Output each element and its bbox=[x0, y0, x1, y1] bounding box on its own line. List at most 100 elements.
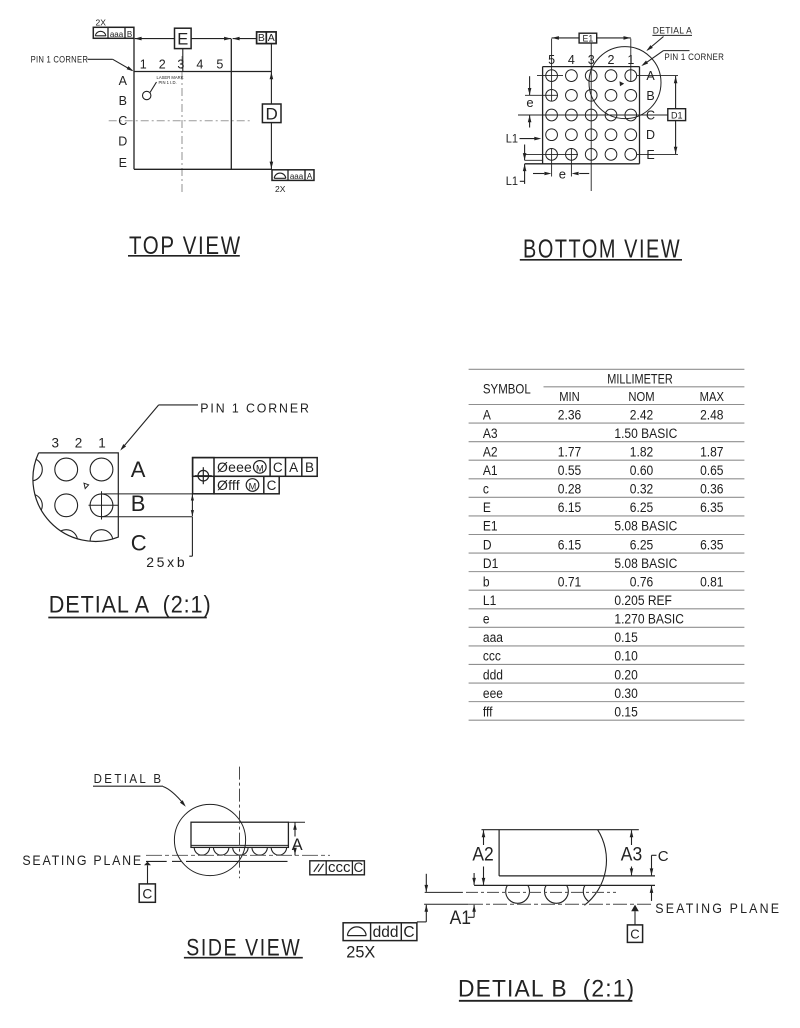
svg-text:NOM: NOM bbox=[628, 389, 654, 404]
svg-text:D: D bbox=[646, 128, 655, 142]
svg-text:A: A bbox=[131, 457, 146, 482]
svg-text:6.15: 6.15 bbox=[558, 536, 581, 552]
svg-text:4: 4 bbox=[568, 53, 575, 67]
svg-text:Øfff: Øfff bbox=[217, 477, 240, 493]
svg-text:2.36: 2.36 bbox=[558, 406, 581, 422]
svg-text:0.15: 0.15 bbox=[614, 629, 637, 645]
svg-text:2: 2 bbox=[159, 58, 166, 72]
svg-text:A1: A1 bbox=[483, 462, 498, 478]
svg-text:ccc: ccc bbox=[328, 859, 351, 876]
svg-text:LASER MARK: LASER MARK bbox=[157, 75, 184, 80]
svg-text:5.08 BASIC: 5.08 BASIC bbox=[614, 555, 677, 571]
svg-text:6.35: 6.35 bbox=[700, 499, 723, 515]
svg-text:SIDE VIEW: SIDE VIEW bbox=[186, 933, 301, 960]
svg-text:6.15: 6.15 bbox=[558, 499, 581, 515]
svg-text:DETIAL B (2:1): DETIAL B (2:1) bbox=[458, 975, 635, 1002]
svg-text:C: C bbox=[630, 927, 639, 942]
svg-text:B: B bbox=[119, 94, 127, 108]
svg-text:E: E bbox=[177, 31, 188, 49]
svg-text:A: A bbox=[307, 172, 313, 181]
svg-text:MAX: MAX bbox=[700, 389, 724, 404]
svg-text:E: E bbox=[483, 499, 491, 515]
svg-text:MILLIMETER: MILLIMETER bbox=[607, 371, 672, 387]
svg-text:0.55: 0.55 bbox=[558, 462, 581, 478]
svg-text:5: 5 bbox=[216, 58, 223, 72]
svg-text:B: B bbox=[646, 89, 654, 103]
svg-text:A: A bbox=[646, 69, 655, 83]
svg-text:ddd: ddd bbox=[373, 924, 399, 941]
svg-text:2: 2 bbox=[75, 435, 83, 450]
svg-text:L1: L1 bbox=[506, 133, 518, 145]
svg-text:ccc: ccc bbox=[483, 648, 501, 664]
svg-text:3: 3 bbox=[588, 53, 595, 67]
svg-text:E1: E1 bbox=[483, 518, 498, 534]
svg-text:0.32: 0.32 bbox=[630, 481, 653, 497]
svg-text:5.08 BASIC: 5.08 BASIC bbox=[614, 518, 677, 534]
svg-text:e: e bbox=[483, 611, 490, 627]
svg-text:0.15: 0.15 bbox=[614, 704, 637, 720]
svg-text:DETIAL A (2:1): DETIAL A (2:1) bbox=[49, 590, 212, 617]
svg-text:1.87: 1.87 bbox=[700, 444, 723, 460]
svg-text:B: B bbox=[258, 32, 265, 44]
svg-text:0.30: 0.30 bbox=[614, 685, 637, 701]
svg-text:C: C bbox=[131, 531, 147, 556]
svg-text:A3: A3 bbox=[483, 425, 498, 441]
svg-text:0.71: 0.71 bbox=[558, 574, 581, 590]
svg-text:E1: E1 bbox=[583, 33, 594, 43]
svg-text:C: C bbox=[354, 860, 364, 875]
svg-text:3: 3 bbox=[52, 435, 60, 450]
svg-text:0.76: 0.76 bbox=[630, 574, 653, 590]
svg-text:PIN 1 I.D.: PIN 1 I.D. bbox=[159, 80, 177, 85]
svg-text:aaa: aaa bbox=[290, 172, 304, 181]
svg-text:0.36: 0.36 bbox=[700, 481, 723, 497]
svg-text:B: B bbox=[127, 30, 132, 39]
svg-text:2.42: 2.42 bbox=[630, 406, 653, 422]
svg-text:DETIAL B: DETIAL B bbox=[94, 772, 164, 787]
svg-text:0.81: 0.81 bbox=[700, 574, 723, 590]
svg-text:SEATING PLANE: SEATING PLANE bbox=[655, 901, 781, 917]
svg-text:A: A bbox=[483, 406, 491, 422]
svg-text:A3: A3 bbox=[621, 843, 642, 865]
svg-text:0.10: 0.10 bbox=[614, 648, 637, 664]
svg-text:0.65: 0.65 bbox=[700, 462, 723, 478]
svg-text:1: 1 bbox=[140, 58, 147, 72]
svg-text:SEATING PLANE: SEATING PLANE bbox=[22, 853, 142, 869]
svg-text:PIN 1 CORNER: PIN 1 CORNER bbox=[664, 51, 724, 62]
svg-text:1.270 BASIC: 1.270 BASIC bbox=[614, 611, 684, 627]
svg-text:M: M bbox=[249, 481, 257, 491]
svg-text:6.35: 6.35 bbox=[700, 536, 723, 552]
svg-text:2: 2 bbox=[608, 53, 615, 67]
svg-text:fff: fff bbox=[483, 704, 493, 720]
svg-text:1.50 BASIC: 1.50 BASIC bbox=[614, 425, 677, 441]
svg-text:A: A bbox=[119, 74, 128, 88]
svg-text:25X: 25X bbox=[346, 944, 375, 962]
svg-text:A: A bbox=[292, 836, 303, 854]
svg-text:2.48: 2.48 bbox=[700, 406, 723, 422]
svg-text:aaa: aaa bbox=[110, 30, 124, 39]
svg-text:e: e bbox=[559, 166, 566, 181]
svg-text:D: D bbox=[118, 135, 127, 149]
svg-text:1.82: 1.82 bbox=[630, 444, 653, 460]
svg-text:PIN 1 CORNER: PIN 1 CORNER bbox=[200, 401, 310, 415]
svg-text:D1: D1 bbox=[671, 110, 683, 120]
svg-text:D: D bbox=[266, 104, 278, 123]
svg-text:A2: A2 bbox=[472, 843, 493, 865]
svg-text:0.60: 0.60 bbox=[630, 462, 653, 478]
svg-text:A: A bbox=[268, 32, 275, 44]
svg-text:2X: 2X bbox=[275, 184, 286, 194]
svg-text:0.20: 0.20 bbox=[614, 666, 637, 682]
svg-text:6.25: 6.25 bbox=[630, 499, 653, 515]
svg-text:0.205 REF: 0.205 REF bbox=[614, 592, 672, 608]
svg-text:0.28: 0.28 bbox=[558, 481, 581, 497]
svg-text:M: M bbox=[256, 463, 264, 473]
svg-text:5: 5 bbox=[548, 53, 555, 67]
svg-text:TOP VIEW: TOP VIEW bbox=[129, 231, 242, 259]
svg-text:DETIAL A: DETIAL A bbox=[653, 25, 692, 36]
svg-text:C: C bbox=[403, 924, 414, 941]
svg-text:25xb: 25xb bbox=[146, 554, 187, 570]
svg-text:aaa: aaa bbox=[483, 629, 504, 645]
svg-text:C: C bbox=[142, 886, 152, 901]
svg-text:c: c bbox=[483, 481, 489, 497]
svg-text:PIN 1 CORNER: PIN 1 CORNER bbox=[31, 55, 89, 65]
svg-text:E: E bbox=[646, 148, 654, 162]
